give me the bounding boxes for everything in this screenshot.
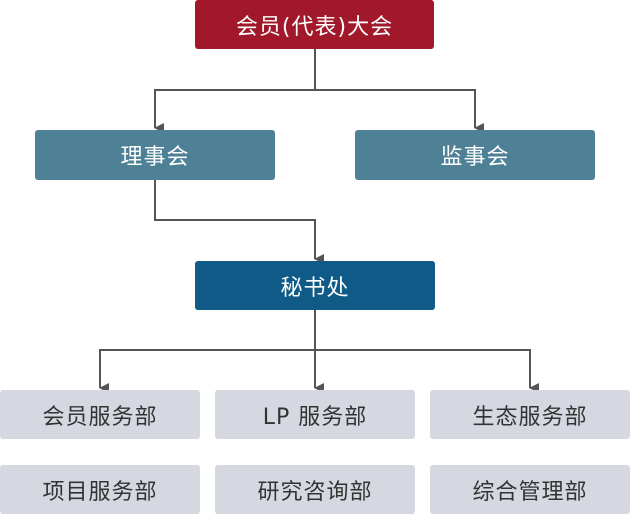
assembly-node: 会员(代表)大会 <box>195 0 434 49</box>
dept-ecosystem-services: 生态服务部 <box>430 390 630 439</box>
connector-to-dept-right <box>315 349 539 393</box>
dept-research-consulting: 研究咨询部 <box>215 465 415 514</box>
connector-to-council <box>154 89 315 133</box>
board-of-supervisors-node: 监事会 <box>355 130 595 180</box>
connector-to-dept-left <box>99 349 315 393</box>
dept-lp-services: LP 服务部 <box>215 390 415 439</box>
dept-project-services: 项目服务部 <box>0 465 200 514</box>
connector-to-supervisory <box>315 89 484 133</box>
connector-council-to-secretariat <box>154 180 324 264</box>
dept-member-services: 会员服务部 <box>0 390 200 439</box>
dept-general-management: 综合管理部 <box>430 465 630 514</box>
board-of-directors-node: 理事会 <box>35 130 275 180</box>
secretariat-node: 秘书处 <box>195 261 435 310</box>
